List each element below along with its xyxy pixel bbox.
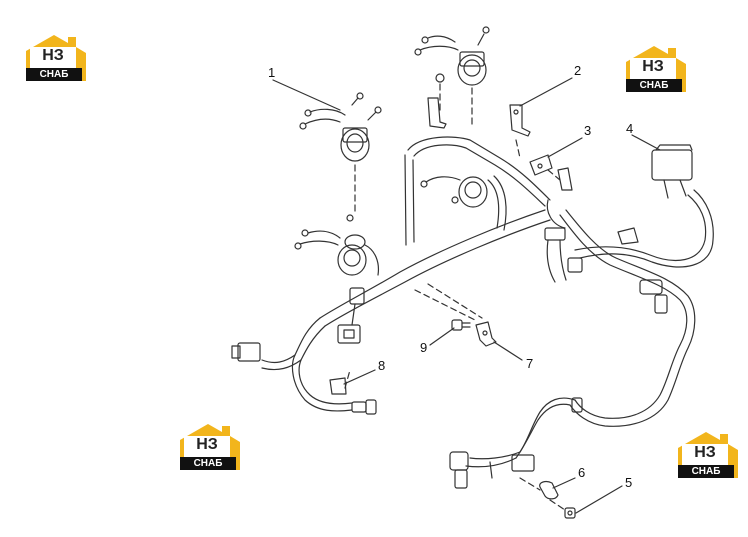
brand-logo-bottom-right: НЗ СНАБ (676, 430, 740, 482)
callout-label-2: 2 (574, 63, 581, 78)
bolt-part-9 (451, 319, 471, 331)
brand-logo-bottom-left: НЗ СНАБ (178, 422, 242, 474)
callout-label-8: 8 (378, 358, 385, 373)
branch-upper-right (574, 144, 714, 268)
logo-brand-text: НЗ (42, 47, 64, 64)
callout-leader-lines (272, 77, 661, 514)
bracket-part-7 (475, 321, 497, 347)
sensor-assembly-upper-left (299, 92, 382, 162)
logo-brand-text: НЗ (196, 436, 218, 453)
junction-center-right (544, 199, 583, 283)
sensor-assembly-center (420, 175, 507, 231)
logo-sub-text: СНАБ (26, 68, 82, 81)
logo-brand-text: НЗ (694, 444, 716, 461)
callout-label-4: 4 (626, 121, 633, 136)
callout-label-5: 5 (625, 475, 632, 490)
bracket-top-center (427, 97, 447, 129)
brand-logo-top-right: НЗ СНАБ (624, 44, 688, 96)
dashed-guide-lines (344, 83, 566, 511)
bracket-right-small (617, 227, 639, 245)
bracket-part-3 (529, 154, 573, 191)
bolt-part-5 (564, 507, 576, 519)
logo-sub-text: СНАБ (180, 457, 236, 470)
callout-label-9: 9 (420, 340, 427, 355)
main-harness-upper (404, 136, 551, 246)
logo-sub-text: СНАБ (626, 79, 682, 92)
clip-part-6 (539, 481, 559, 500)
bracket-part-2 (509, 104, 531, 137)
logo-sub-text: СНАБ (678, 465, 734, 478)
sensor-assembly-top-center (414, 26, 490, 86)
callout-label-3: 3 (584, 123, 591, 138)
bracket-part-8 (329, 377, 347, 395)
callout-label-1: 1 (268, 65, 275, 80)
callout-label-6: 6 (578, 465, 585, 480)
brand-logo-top-left: НЗ СНАБ (24, 33, 88, 85)
main-harness-trunk (294, 209, 551, 361)
connector-cluster-lower (449, 451, 535, 489)
sensor-assembly-lower-left (294, 214, 380, 276)
connector-mid-left (337, 287, 365, 344)
logo-brand-text: НЗ (642, 58, 664, 75)
harness-right-loop (515, 209, 696, 459)
branch-lower-left (231, 342, 377, 415)
callout-label-7: 7 (526, 356, 533, 371)
